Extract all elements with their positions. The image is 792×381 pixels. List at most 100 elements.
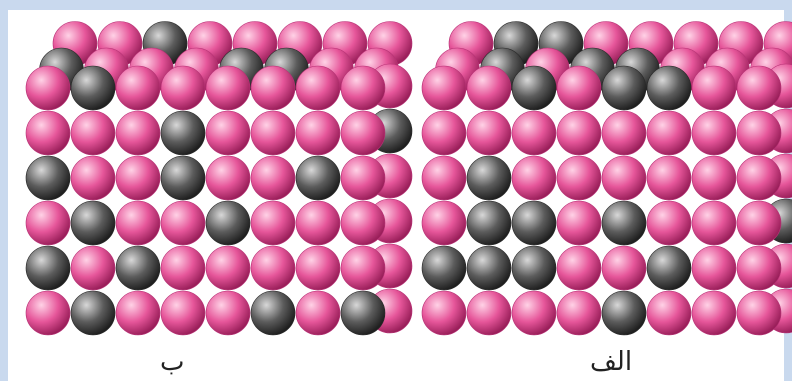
front-sphere <box>512 291 556 335</box>
front-sphere <box>737 66 781 110</box>
front-sphere <box>26 111 70 155</box>
front-sphere <box>467 246 511 290</box>
front-sphere <box>422 201 466 245</box>
front-sphere <box>692 156 736 200</box>
front-sphere <box>206 66 250 110</box>
front-sphere <box>422 246 466 290</box>
front-sphere <box>296 201 340 245</box>
lattice-panel-alef <box>396 0 792 381</box>
front-sphere <box>737 201 781 245</box>
front-sphere <box>251 66 295 110</box>
front-sphere <box>116 156 160 200</box>
front-sphere <box>71 66 115 110</box>
front-sphere <box>71 156 115 200</box>
front-sphere <box>737 291 781 335</box>
front-sphere <box>422 291 466 335</box>
front-sphere <box>467 66 511 110</box>
front-sphere <box>251 201 295 245</box>
front-sphere <box>206 201 250 245</box>
front-sphere <box>341 201 385 245</box>
front-sphere <box>26 246 70 290</box>
front-sphere <box>647 156 691 200</box>
front-sphere <box>602 66 646 110</box>
front-sphere <box>692 246 736 290</box>
front-sphere <box>161 201 205 245</box>
front-sphere <box>116 246 160 290</box>
panel-alef-caption: الف <box>590 347 632 377</box>
front-sphere <box>647 66 691 110</box>
front-sphere <box>296 111 340 155</box>
front-sphere <box>422 66 466 110</box>
front-sphere <box>341 291 385 335</box>
front-sphere <box>602 246 646 290</box>
front-sphere <box>251 246 295 290</box>
front-sphere <box>116 201 160 245</box>
front-sphere <box>512 111 556 155</box>
front-sphere <box>296 156 340 200</box>
front-sphere <box>116 291 160 335</box>
front-sphere <box>26 201 70 245</box>
front-sphere <box>557 111 601 155</box>
front-sphere <box>647 111 691 155</box>
front-sphere <box>647 291 691 335</box>
front-sphere <box>71 111 115 155</box>
front-sphere <box>161 291 205 335</box>
front-sphere <box>557 291 601 335</box>
front-sphere <box>557 246 601 290</box>
front-sphere <box>341 66 385 110</box>
front-sphere <box>692 291 736 335</box>
front-sphere <box>71 246 115 290</box>
front-sphere <box>161 111 205 155</box>
front-sphere <box>602 201 646 245</box>
front-sphere <box>602 156 646 200</box>
front-sphere <box>71 201 115 245</box>
front-sphere <box>557 156 601 200</box>
front-sphere <box>161 246 205 290</box>
front-sphere <box>557 66 601 110</box>
front-sphere <box>647 201 691 245</box>
front-sphere <box>206 156 250 200</box>
front-sphere <box>161 156 205 200</box>
front-sphere <box>26 291 70 335</box>
front-sphere <box>602 291 646 335</box>
front-sphere <box>296 246 340 290</box>
front-sphere <box>737 246 781 290</box>
front-sphere <box>692 66 736 110</box>
front-sphere <box>296 66 340 110</box>
front-sphere <box>512 156 556 200</box>
front-sphere <box>512 66 556 110</box>
front-sphere <box>512 201 556 245</box>
front-sphere <box>116 111 160 155</box>
front-sphere <box>206 291 250 335</box>
front-sphere <box>602 111 646 155</box>
front-sphere <box>116 66 160 110</box>
lattice-panel-b <box>0 0 396 381</box>
front-sphere <box>557 201 601 245</box>
front-sphere <box>26 66 70 110</box>
front-sphere <box>737 111 781 155</box>
front-sphere <box>26 156 70 200</box>
front-sphere <box>692 201 736 245</box>
front-sphere <box>341 111 385 155</box>
front-sphere <box>467 291 511 335</box>
front-sphere <box>296 291 340 335</box>
front-sphere <box>737 156 781 200</box>
front-sphere <box>251 111 295 155</box>
front-sphere <box>206 246 250 290</box>
front-sphere <box>206 111 250 155</box>
front-sphere <box>422 156 466 200</box>
panel-b-caption: ب <box>160 347 184 377</box>
front-sphere <box>71 291 115 335</box>
front-sphere <box>467 156 511 200</box>
front-sphere <box>692 111 736 155</box>
front-sphere <box>467 201 511 245</box>
front-sphere <box>422 111 466 155</box>
front-sphere <box>512 246 556 290</box>
front-sphere <box>251 291 295 335</box>
front-sphere <box>341 246 385 290</box>
front-sphere <box>647 246 691 290</box>
front-sphere <box>251 156 295 200</box>
front-sphere <box>161 66 205 110</box>
front-sphere <box>341 156 385 200</box>
